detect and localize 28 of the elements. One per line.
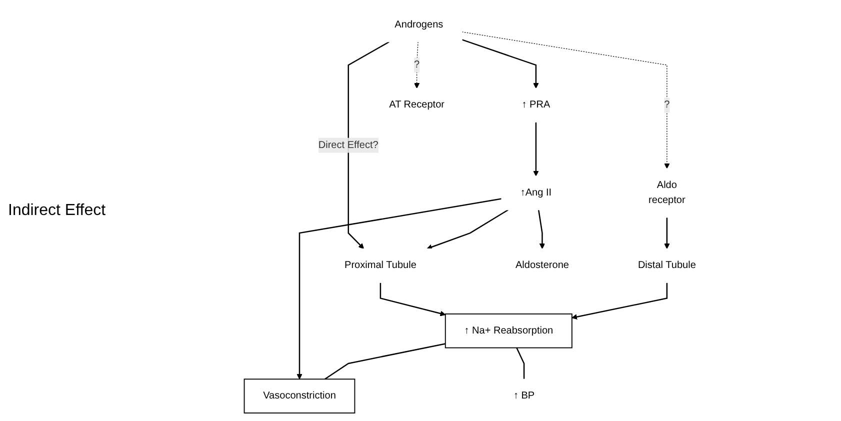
arrow xyxy=(572,282,668,320)
arrow xyxy=(296,198,502,380)
arrow xyxy=(414,42,420,88)
edge-label: Direct Effect? xyxy=(318,140,378,150)
node-text: ↑ BP xyxy=(513,390,535,402)
node-text: ↑ PRA xyxy=(522,100,550,110)
node-text: Aldo receptor xyxy=(648,180,686,206)
bracket-label: Indirect Effect xyxy=(8,202,107,220)
node-text: Proximal Tubule xyxy=(344,260,416,271)
arrow xyxy=(380,282,446,316)
node-box: ↑ Na+ Reabsorption xyxy=(444,313,572,348)
connector xyxy=(516,348,525,380)
arrow xyxy=(533,122,539,176)
node-text: Androgens xyxy=(394,19,444,30)
arrow xyxy=(426,209,508,250)
node-text: ↑Ang II xyxy=(520,187,552,198)
arrow xyxy=(348,41,390,249)
arrow xyxy=(664,217,670,249)
arrow xyxy=(462,32,670,169)
node-text: Distal Tubule xyxy=(638,260,696,271)
connector xyxy=(324,343,446,380)
node-text: AT Receptor xyxy=(389,100,444,110)
node-text: Aldosterone xyxy=(515,260,569,271)
arrow xyxy=(538,210,545,249)
edge-label: ? xyxy=(414,59,420,70)
node-box: Vasoconstriction xyxy=(244,378,356,414)
edge-label: ? xyxy=(664,100,670,110)
arrow xyxy=(462,39,539,88)
